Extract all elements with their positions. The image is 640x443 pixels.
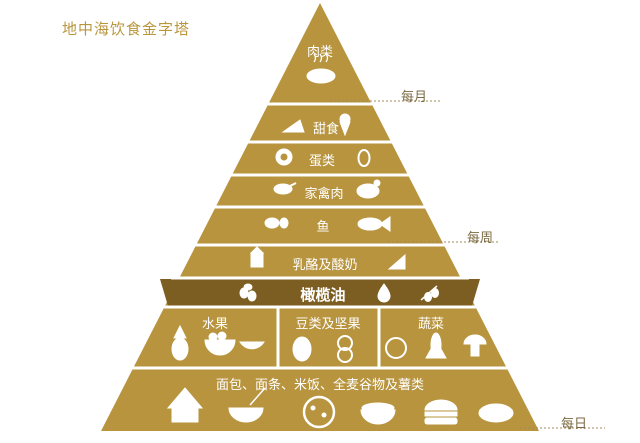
cake-slice-icon [281,119,305,133]
tier-vegetables-label: 蔬菜 [417,317,444,332]
tier-grains-label: 面包、面条、米饭、全麦谷物及薯类 [215,378,424,393]
tier-eggs-label: 蛋类 [308,154,335,169]
pyramid-title: 地中海饮食金字塔 [62,20,191,38]
frequency-monthly: 每月 [401,90,428,105]
fish-fillet-icon [264,217,289,229]
olive-branch-icon [420,285,439,302]
egg-icon [357,149,371,167]
tier-fruit-label: 水果 [201,317,228,332]
roast-chicken-icon [356,179,381,199]
olives-icon [239,283,257,302]
cabbage-icon [385,337,407,359]
corn-icon [425,332,447,359]
steak-icon [306,53,336,84]
bread-loaf-icon [478,403,514,423]
pyramid-body [101,3,539,431]
tier-poultry-label: 家禽肉 [304,187,344,202]
tier-beans-nuts-label: 豆类及坚果 [295,317,361,332]
tier-dairy-label: 乳酪及酸奶 [292,258,358,273]
olive-oil-band [160,279,480,306]
tier-sweets-label: 甜食 [312,122,339,137]
fried-egg-icon [275,148,293,166]
burger-icon [424,399,458,425]
drumstick-icon [273,182,297,195]
ice-cream-icon [339,113,351,137]
tier-fish-label: 鱼 [316,220,330,235]
rice-bowl-icon [360,402,396,425]
fish-icon [357,216,391,232]
peanut-icon [337,335,353,363]
frequency-weekly: 每周 [467,231,494,246]
pineapple-icon [171,324,189,361]
tier-meat-label: 肉类 [306,45,333,60]
oil-drop-icon [377,283,391,303]
fruit-bowl-icon [204,331,236,356]
pizza-icon [302,395,336,429]
bean-icon [292,336,312,362]
tier-separators [132,102,508,370]
cheese-icon [387,253,406,270]
noodle-bowl-icon [228,387,266,423]
wheat-bundle-icon [166,387,204,423]
tier-olive-oil-label: 橄榄油 [300,286,346,304]
milk-carton-icon [249,246,265,268]
frequency-daily: 每日 [561,417,588,432]
watermelon-slice-icon [239,341,265,350]
mushroom-icon [463,334,487,357]
